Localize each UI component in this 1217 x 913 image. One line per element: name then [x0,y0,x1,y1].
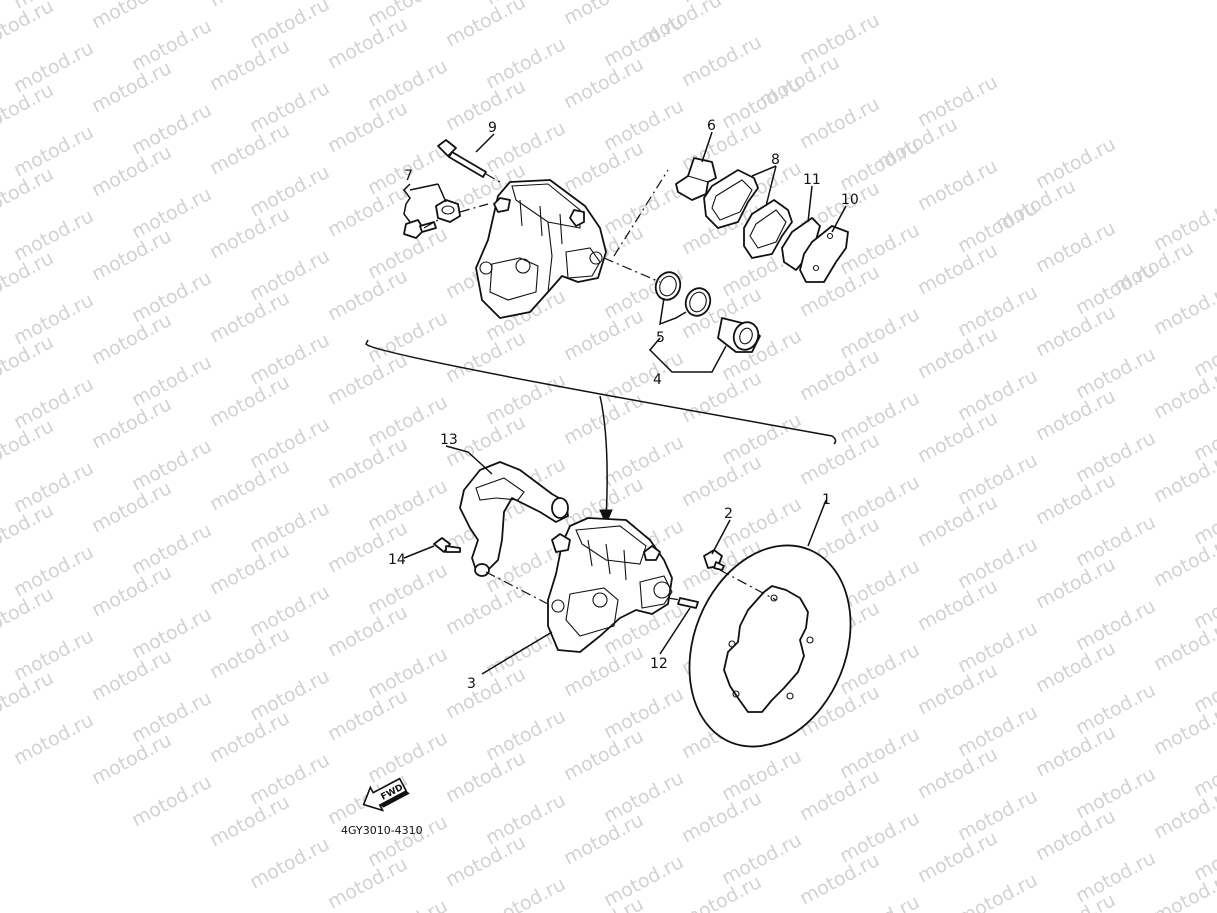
callout-7: 7 [404,168,413,184]
callout-14: 14 [388,552,406,568]
callout-13: 13 [440,432,458,448]
part-8-brake-pads [703,169,793,259]
callout-8: 8 [771,152,780,168]
callout-9: 9 [488,120,497,136]
part-5-seals [654,271,712,317]
lower-caliper [547,517,673,653]
callout-3: 3 [467,676,476,692]
callout-12: 12 [650,656,668,672]
diagram-code: 4GY3010-4310 [341,824,423,837]
part-7-bleed-screw [403,199,489,239]
part-14-bolt [433,537,461,553]
part-1-brake-disc [688,544,852,748]
callout-1: 1 [822,492,831,508]
part-6-pad-spring [675,157,717,201]
callout-2: 2 [724,506,733,522]
part-10-shim [799,225,849,283]
callout-labels: 1 2 3 4 5 6 7 8 9 10 11 12 13 14 [388,118,859,692]
part-2-disc-bolt [703,549,725,571]
callout-11: 11 [803,172,821,188]
assembly-arrow [599,395,608,521]
callout-4: 4 [653,372,662,388]
part-4-piston [717,317,761,353]
lower-leader-lines [403,445,827,675]
callout-5: 5 [656,330,665,346]
callout-10: 10 [841,192,859,208]
part-9-pin [437,139,501,183]
callout-6: 6 [707,118,716,134]
upper-caliper-assembly [475,179,607,319]
upper-leader-lines [403,131,847,373]
part-13-bracket [459,461,569,577]
part-12-pin [677,597,699,609]
fwd-direction-badge: FWD [362,777,410,812]
assembly-bracket [365,339,837,445]
